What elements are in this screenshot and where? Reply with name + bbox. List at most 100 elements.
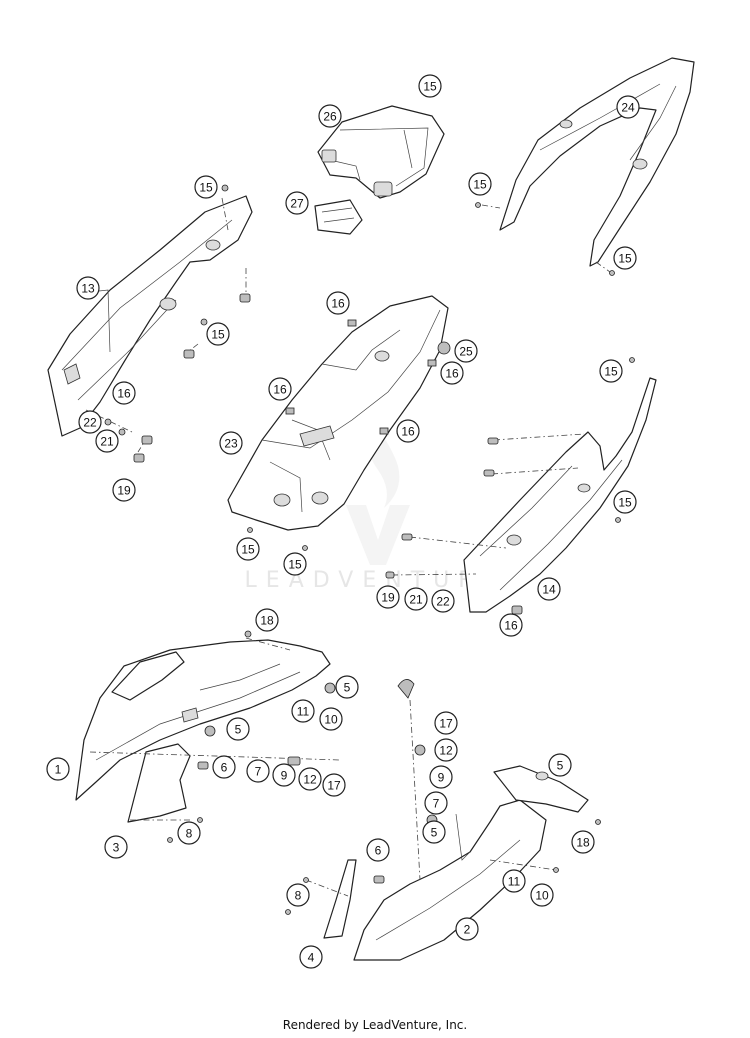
callout-circle [219,431,243,455]
callout-15-a: 15 [194,175,218,199]
callout-label: 9 [438,771,445,785]
callout-15-g: 15 [599,359,623,383]
callout-circle [366,838,390,862]
callout-label: 6 [375,844,382,858]
callout-16-c: 16 [440,361,464,385]
callout-17-b: 17 [434,711,458,735]
callout-17-a: 17 [322,773,346,797]
callout-10-b: 10 [530,883,554,907]
callout-label: 21 [409,593,423,607]
callout-7-b: 7 [424,791,448,815]
callout-label: 26 [323,110,337,124]
callout-circle [177,821,201,845]
callout-label: 17 [327,779,341,793]
callout-circle [613,246,637,270]
callout-circle [440,361,464,385]
callout-24: 24 [616,95,640,119]
right-front-fairing [285,679,601,961]
callout-label: 15 [211,328,225,342]
callout-6-a: 6 [212,755,236,779]
callout-label: 15 [618,496,632,510]
callout-layer: 1526271513151622211924151516251616162315… [46,74,640,969]
callout-label: 7 [255,765,262,779]
callout-circle [468,172,492,196]
callout-4: 4 [299,945,323,969]
callout-label: 12 [303,773,317,787]
callout-11-a: 11 [291,699,315,723]
callout-label: 12 [439,744,453,758]
callout-label: 3 [113,841,120,855]
rubber-block [314,199,363,235]
callout-circle [455,917,479,941]
callout-circle [95,429,119,453]
callout-15-d: 15 [613,246,637,270]
left-front-fairing [75,630,341,843]
callout-circle [431,589,455,613]
callout-circle [616,95,640,119]
callout-16-a: 16 [112,381,136,405]
callout-label: 8 [295,889,302,903]
callout-5-b: 5 [226,717,250,741]
storage-tray [317,105,445,199]
callout-circle [319,707,343,731]
callout-circle [454,339,478,363]
right-side-panel [385,357,657,615]
callout-21-b: 21 [404,587,428,611]
callout-label: 13 [81,282,95,296]
callout-label: 16 [401,425,415,439]
callout-circle [613,490,637,514]
callout-label: 4 [308,951,315,965]
callout-circle [286,883,310,907]
callout-16-e: 16 [396,419,420,443]
callout-label: 24 [621,101,635,115]
callout-9-a: 9 [272,763,296,787]
callout-18-b: 18 [571,830,595,854]
callout-circle [236,537,260,561]
callout-circle [285,191,309,215]
callout-circle [548,753,572,777]
callout-13: 13 [76,276,100,300]
callout-circle [599,359,623,383]
callout-label: 11 [508,875,521,889]
callout-16-d: 16 [268,377,292,401]
callout-label: 23 [224,437,238,451]
callout-label: 8 [186,827,193,841]
callout-27: 27 [285,191,309,215]
callout-circle [429,765,453,789]
callout-5-d: 5 [422,820,446,844]
rear-grab-rail [475,57,695,276]
callout-14: 14 [537,577,561,601]
callout-11-b: 11 [502,869,526,893]
callout-16-b: 16 [326,291,350,315]
callout-26: 26 [318,104,342,128]
callout-label: 15 [423,80,437,94]
callout-15-e: 15 [236,537,260,561]
callout-label: 16 [117,387,131,401]
callout-label: 18 [576,836,590,850]
rear-subframe-undertray [227,295,451,551]
callout-10-a: 10 [319,707,343,731]
callout-label: 5 [557,759,564,773]
callout-label: 22 [436,595,450,609]
callout-15-b: 15 [206,322,230,346]
callout-circle [530,883,554,907]
callout-15-h: 15 [613,490,637,514]
callout-label: 5 [431,826,438,840]
callout-circle [298,767,322,791]
callout-circle [246,759,270,783]
callout-circle [112,478,136,502]
panel-13-hardware [85,184,251,463]
callout-circle [434,711,458,735]
callout-label: 5 [344,681,351,695]
callout-circle [283,552,307,576]
callout-circle [268,377,292,401]
callout-7-a: 7 [246,759,270,783]
callout-circle [326,291,350,315]
callout-circle [194,175,218,199]
callout-label: 2 [464,923,471,937]
callout-circle [299,945,323,969]
callout-8-a: 8 [177,821,201,845]
callout-label: 9 [281,769,288,783]
callout-15-c: 15 [468,172,492,196]
callout-label: 17 [439,717,453,731]
